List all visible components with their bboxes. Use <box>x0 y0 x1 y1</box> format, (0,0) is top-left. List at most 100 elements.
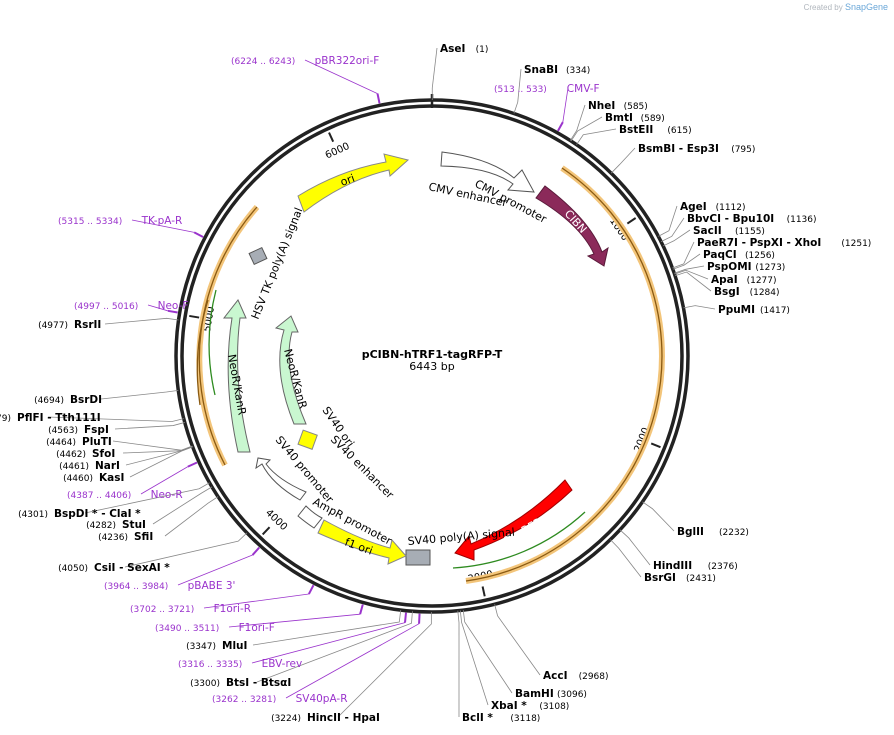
site-name[interactable]: PpuMI <box>718 304 755 316</box>
site-name[interactable]: SfiI <box>134 531 153 543</box>
site-name[interactable]: HincII - HpaI <box>307 712 380 724</box>
site-name[interactable]: BamHI <box>515 688 554 700</box>
site-name[interactable]: BsrDI <box>70 394 102 406</box>
primer-name[interactable]: F1ori-R <box>214 603 251 615</box>
hsv-tk-polya-block <box>248 246 268 266</box>
primer-position: (6224 .. 6243) <box>231 57 295 67</box>
site-connector <box>124 532 248 568</box>
site-position: (615) <box>667 126 691 136</box>
orf-bands <box>196 165 665 584</box>
site-name[interactable]: BspDI * - ClaI * <box>54 508 141 520</box>
primer-connector <box>140 466 189 495</box>
primer-connector <box>251 622 406 664</box>
site-name[interactable]: BsrGI <box>644 572 676 584</box>
site-position: (4579) <box>0 414 11 424</box>
site-name[interactable]: ApaI <box>711 274 738 286</box>
site-name[interactable]: SnaBI <box>524 64 558 76</box>
site-name[interactable]: PluTI <box>82 436 112 448</box>
sv40-ori-block <box>297 429 318 450</box>
primer-mark <box>193 231 204 238</box>
plasmid-name: pCIBN-hTRF1-tagRFP-T <box>362 348 503 361</box>
site-name[interactable]: BstEII <box>619 124 653 136</box>
site-connector <box>252 610 402 646</box>
site-name[interactable]: HindIII <box>653 560 692 572</box>
site-connector <box>112 440 193 451</box>
primer-position: (3262 .. 3281) <box>212 695 276 705</box>
site-name[interactable]: FspI <box>84 424 109 436</box>
primer-mark <box>376 93 381 104</box>
site-name[interactable]: BglII <box>677 526 704 538</box>
site-position: (4301) <box>18 510 48 520</box>
site-position: (3096) <box>557 690 587 700</box>
site-connector <box>674 269 709 280</box>
site-connector <box>569 104 586 141</box>
site-connector <box>462 610 513 694</box>
site-name[interactable]: SacII <box>693 225 722 237</box>
site-name[interactable]: XbaI * <box>491 700 527 712</box>
site-name[interactable]: BsmBI - Esp3I <box>638 143 719 155</box>
primer-position: (513 .. 533) <box>494 85 547 95</box>
primer-name[interactable]: F1ori-F <box>239 622 275 634</box>
site-name[interactable]: PaeR7I - PspXI - XhoI <box>697 237 821 249</box>
site-position: (4464) <box>46 438 76 448</box>
feature-arrows <box>222 151 609 566</box>
site-name[interactable]: KasI <box>99 472 124 484</box>
tick-label: 6000 <box>324 141 352 162</box>
site-position: (1155) <box>735 227 765 237</box>
primer-name[interactable]: pBR322ori-F <box>315 55 380 67</box>
site-name[interactable]: CsiI - SexAI * <box>94 562 170 574</box>
primer-name[interactable]: Neo-F <box>158 300 189 312</box>
site-connector <box>570 116 603 142</box>
tagrfp-arrow <box>454 479 573 561</box>
site-name[interactable]: PspOMI <box>707 261 752 273</box>
site-name[interactable]: AseI <box>440 43 465 55</box>
primer-name[interactable]: TK-pA-R <box>141 215 183 227</box>
site-name[interactable]: BmtI <box>605 112 633 124</box>
site-name[interactable]: SfoI <box>92 448 115 460</box>
primer-connector <box>285 623 420 699</box>
site-name[interactable]: NheI <box>588 100 615 112</box>
tick-mark <box>481 586 486 597</box>
site-connector <box>152 486 213 525</box>
primer-connector <box>203 593 309 609</box>
site-name[interactable]: PflFI - Tth111I <box>17 412 101 424</box>
feature-label-sv40-polya: SV40 poly(A) signal <box>407 526 515 548</box>
site-name[interactable]: BtsI - BtsαI <box>226 677 291 689</box>
site-connector <box>47 416 184 422</box>
site-name[interactable]: PaqCI <box>703 249 737 261</box>
neo-outer-arrow <box>222 299 251 453</box>
primer-position: (5315 .. 5334) <box>58 217 122 227</box>
site-position: (4977) <box>38 321 68 331</box>
primer-marks: (513 .. 533)CMV-F(4387 .. 4406)Neo-R(396… <box>58 55 600 705</box>
site-name[interactable]: RsrII <box>74 319 101 331</box>
site-position: (2968) <box>579 672 609 682</box>
site-name[interactable]: NarI <box>95 460 120 472</box>
primer-mark <box>557 121 564 132</box>
orf-band-neo-green <box>208 289 217 396</box>
site-position: (1136) <box>787 215 817 225</box>
orf-band-neo-inner <box>196 299 209 406</box>
primer-name[interactable]: Neo-R <box>151 489 183 501</box>
site-name[interactable]: AccI <box>543 670 567 682</box>
feature-label-ori: ori <box>339 172 357 189</box>
site-position: (3118) <box>510 714 540 724</box>
primer-name[interactable]: SV40pA-R <box>296 693 348 705</box>
primer-position: (3316 .. 3335) <box>178 660 242 670</box>
cibn-arrow <box>535 185 609 267</box>
site-name[interactable]: MluI <box>222 640 247 652</box>
site-connector <box>122 446 193 454</box>
site-name[interactable]: StuI <box>122 519 146 531</box>
site-name[interactable]: BclI * <box>462 712 493 724</box>
primer-name[interactable]: EBV-rev <box>262 658 303 670</box>
site-position: (4461) <box>59 462 89 472</box>
primer-name[interactable]: CMV-F <box>567 83 600 95</box>
site-connector <box>672 253 701 270</box>
site-name[interactable]: AgeI <box>680 201 707 213</box>
site-name[interactable]: BsgI <box>714 286 740 298</box>
sv40-promoter-arrow <box>255 457 307 501</box>
site-name[interactable]: BbvCI - Bpu10I <box>687 213 774 225</box>
primer-name[interactable]: pBABE 3' <box>188 580 236 592</box>
site-connector <box>494 604 541 676</box>
site-position: (1284) <box>750 288 780 298</box>
